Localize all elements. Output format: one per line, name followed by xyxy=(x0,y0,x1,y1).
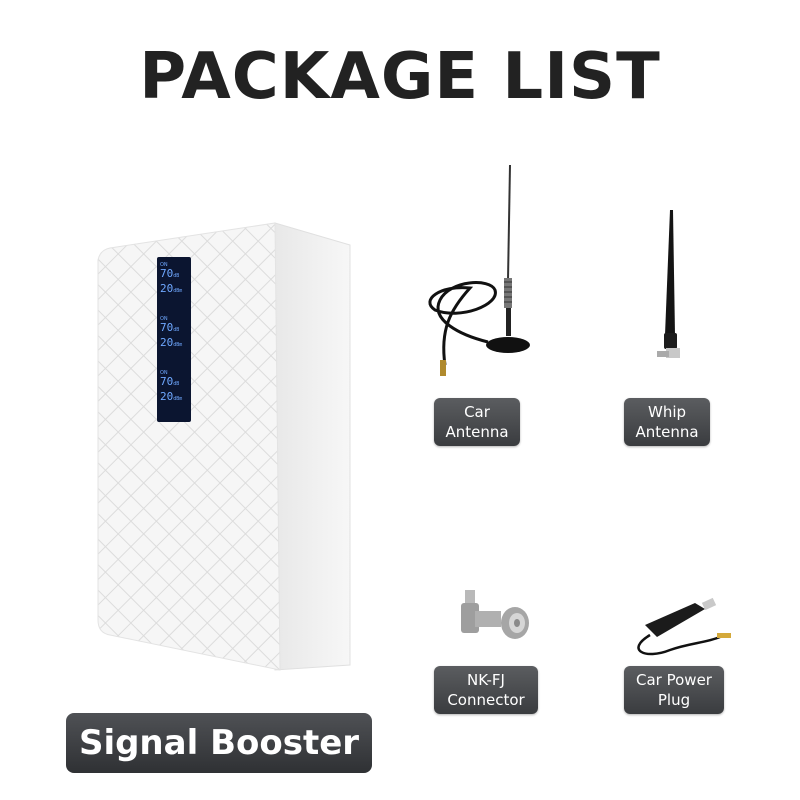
nk-fj-connector-image xyxy=(461,590,529,639)
lcd-gain-unit: dB xyxy=(173,273,180,279)
whip-antenna-label-line: Antenna xyxy=(635,423,699,441)
car-power-plug-label-line: Plug xyxy=(657,691,691,709)
lcd-gain: 70 xyxy=(160,321,174,334)
nk-fj-connector-label-line: Connector xyxy=(447,691,525,709)
signal-booster-image xyxy=(97,222,351,671)
page-title: PACKAGE LIST xyxy=(139,40,661,114)
car-antenna-label-line: Car xyxy=(464,403,490,421)
nk-fj-connector-label: NK-FJ Connector xyxy=(434,666,538,714)
signal-booster-label: Signal Booster xyxy=(66,713,372,773)
lcd-tag: ON xyxy=(160,370,168,376)
lcd-power: 20 xyxy=(160,390,174,403)
lcd-gain: 70 xyxy=(160,267,174,280)
lcd-row: ON 70dB 20dBm xyxy=(160,262,190,298)
lcd-tag: ON xyxy=(160,262,168,268)
lcd-tag: ON xyxy=(160,316,168,322)
booster-lcd-display: ON 70dB 20dBm ON 70dB 20dBm ON 70dB 20dB… xyxy=(158,258,190,422)
nk-fj-connector-label-line: NK-FJ xyxy=(467,671,505,689)
car-power-plug-label-line: Car Power xyxy=(636,671,712,689)
whip-antenna-label-line: Whip xyxy=(647,403,687,421)
lcd-row: ON 70dB 20dBm xyxy=(160,370,190,406)
car-antenna-label-line: Antenna xyxy=(445,423,509,441)
lcd-power: 20 xyxy=(160,282,174,295)
car-antenna-label: Car Antenna xyxy=(434,398,520,446)
lcd-power-unit: dBm xyxy=(173,342,183,348)
car-power-plug-image xyxy=(637,597,731,656)
whip-antenna-label: Whip Antenna xyxy=(624,398,710,446)
lcd-gain: 70 xyxy=(160,375,174,388)
lcd-row: ON 70dB 20dBm xyxy=(160,316,190,352)
whip-antenna-image xyxy=(657,210,680,358)
lcd-power-unit: dBm xyxy=(173,396,183,402)
car-power-plug-label: Car Power Plug xyxy=(624,666,724,714)
car-antenna-image xyxy=(428,164,530,376)
lcd-gain-unit: dB xyxy=(173,327,180,333)
lcd-power-unit: dBm xyxy=(173,288,183,294)
lcd-gain-unit: dB xyxy=(173,381,180,387)
lcd-power: 20 xyxy=(160,336,174,349)
